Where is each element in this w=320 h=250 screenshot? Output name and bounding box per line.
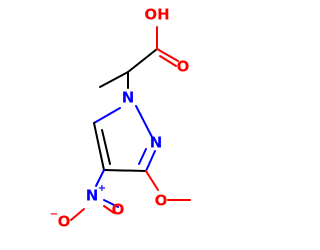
chemical-structure: OH O N N O N + O O − bbox=[50, 6, 191, 231]
acid-carbonyl-oxygen-label: O bbox=[177, 58, 190, 76]
bond-nitro-n-o-top bbox=[103, 199, 119, 208]
bond-c3-n2 bbox=[145, 150, 156, 172]
bond-c5-c4-inner bbox=[101, 129, 111, 165]
acid-hydroxyl-label: OH bbox=[144, 6, 169, 24]
bond-carboxyl-o-1 bbox=[156, 48, 179, 62]
bond-c4-c3 bbox=[103, 169, 147, 172]
bond-nitro-n-o-top-2 bbox=[103, 205, 115, 214]
bond-c5-c4 bbox=[93, 122, 105, 171]
bond-c4-nitro-n bbox=[95, 169, 105, 187]
nitro-oxygen-left-label: O bbox=[58, 213, 71, 231]
ring-nitrogen-1-label: N bbox=[122, 89, 135, 107]
nitro-oxygen-charge: − bbox=[50, 209, 58, 220]
bond-carboxyl-o-2 bbox=[159, 55, 177, 67]
bond-c3-n2-inner bbox=[138, 148, 147, 165]
bond-c3-methoxy-o bbox=[145, 170, 159, 191]
bond-n1-c5 bbox=[93, 107, 121, 124]
bond-n1-n2 bbox=[135, 105, 153, 138]
bond-methyl-alpha bbox=[99, 71, 129, 88]
nitro-nitrogen-label: N bbox=[86, 187, 99, 205]
nitro-nitrogen-charge: + bbox=[98, 183, 106, 194]
nitro-oxygen-top-label: O bbox=[112, 201, 125, 219]
bond-nitro-n-o-left bbox=[70, 208, 85, 221]
bond-alpha-carboxyl bbox=[127, 48, 158, 73]
methoxy-oxygen-label: O bbox=[155, 192, 168, 210]
ring-nitrogen-2-label: N bbox=[150, 134, 163, 152]
